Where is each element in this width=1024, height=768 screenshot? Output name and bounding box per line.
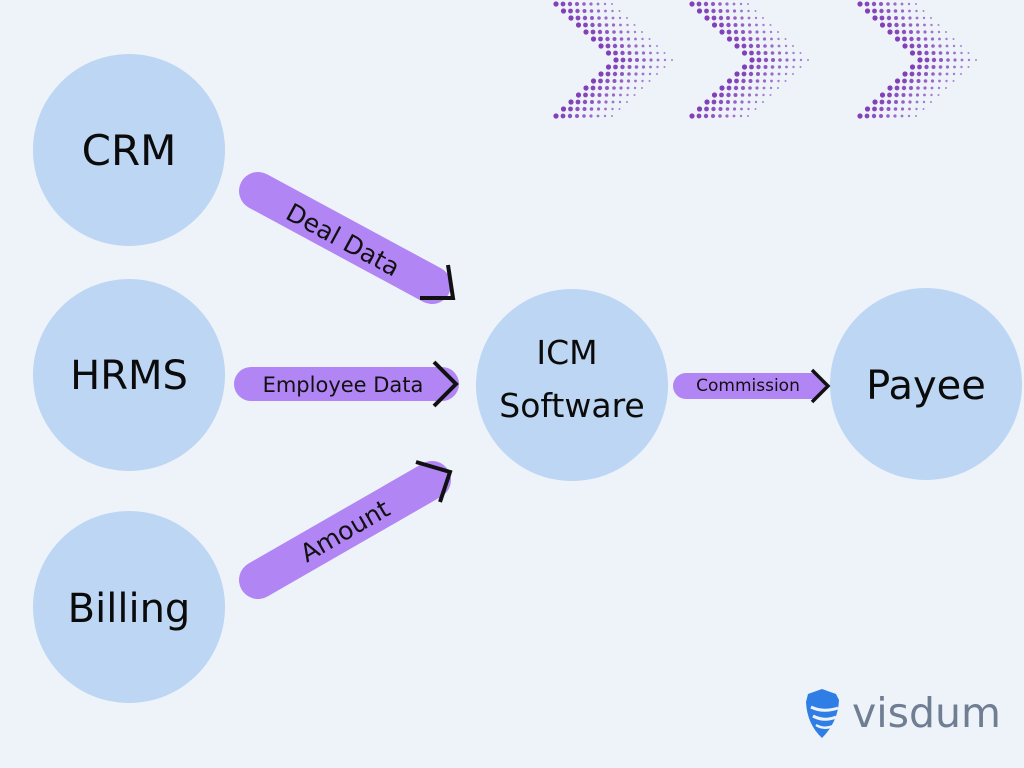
node-payee: Payee xyxy=(830,288,1022,480)
arrow-label-commission: Commission xyxy=(696,376,800,396)
arrow-head-icon xyxy=(420,264,456,300)
node-label-crm: CRM xyxy=(82,126,177,175)
node-circle xyxy=(476,289,668,481)
logo-text: visdum xyxy=(852,689,1001,737)
arrow-employee-data: Employee Data xyxy=(234,360,459,408)
node-icm-software: ICM Software xyxy=(476,289,668,481)
dotted-chevron-icon xyxy=(689,1,809,119)
shield-icon xyxy=(806,689,839,738)
node-label-icm: ICM xyxy=(536,333,597,372)
arrow-commission: Commission xyxy=(673,368,831,404)
arrow-head-icon xyxy=(810,368,831,404)
node-circle xyxy=(830,288,1022,480)
node-label-software: Software xyxy=(499,386,644,425)
node-billing: Billing xyxy=(33,511,225,703)
arrow-label-employee-data: Employee Data xyxy=(263,373,424,397)
dotted-chevron-icon xyxy=(857,1,977,119)
dotted-chevrons xyxy=(553,1,977,119)
node-circle xyxy=(33,54,225,246)
visdum-logo: visdum xyxy=(806,689,1001,738)
node-label-hrms: HRMS xyxy=(70,353,188,399)
node-crm: CRM xyxy=(33,54,225,246)
node-label-billing: Billing xyxy=(68,586,191,632)
node-circle xyxy=(33,279,225,471)
arrow-body xyxy=(239,172,451,304)
dotted-chevron-icon xyxy=(553,1,673,119)
arrow-head-icon xyxy=(415,460,453,503)
arrow-body xyxy=(239,461,451,599)
arrow-head-icon xyxy=(432,360,459,408)
node-hrms: HRMS xyxy=(33,279,225,471)
node-circle xyxy=(33,511,225,703)
node-label-payee: Payee xyxy=(866,363,986,409)
